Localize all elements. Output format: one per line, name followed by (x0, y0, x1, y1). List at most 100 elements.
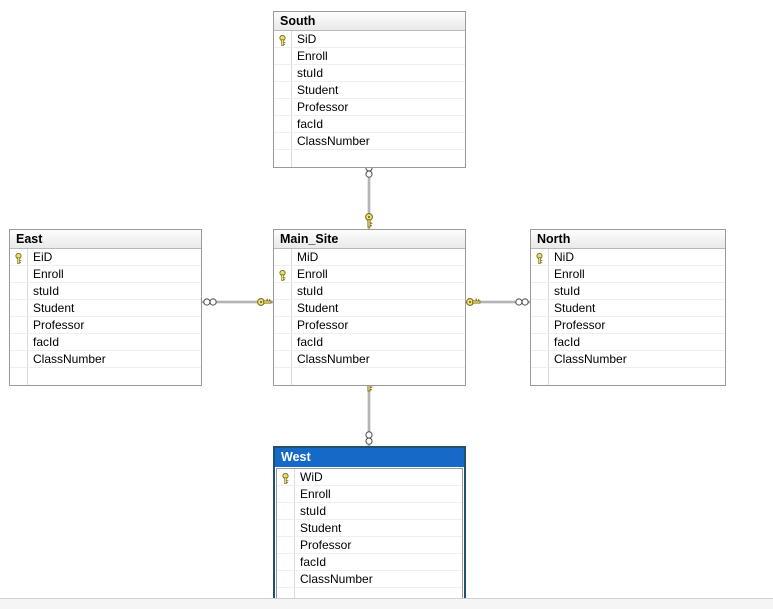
field-row[interactable]: Enroll (10, 266, 201, 283)
field-name: stuId (33, 284, 60, 298)
field-row[interactable]: facId (531, 334, 725, 351)
field-row[interactable]: Professor (531, 317, 725, 334)
field-name: ClassNumber (300, 572, 373, 586)
field-row[interactable]: Student (274, 300, 465, 317)
field-row[interactable]: ClassNumber (531, 351, 725, 368)
field-name: Enroll (297, 49, 328, 63)
one-side-key-symbol (257, 298, 272, 306)
one-side-key-symbol (365, 213, 373, 228)
field-row[interactable]: stuId (274, 283, 465, 300)
field-name: EiD (33, 250, 53, 264)
field-name: facId (297, 117, 324, 131)
field-name: stuId (297, 284, 324, 298)
field-row[interactable]: facId (274, 334, 465, 351)
field-name: Professor (300, 538, 352, 552)
field-row[interactable]: stuId (531, 283, 725, 300)
primary-key-icon (278, 269, 287, 281)
field-name: facId (300, 555, 327, 569)
field-row-empty[interactable] (274, 150, 465, 167)
field-name: Enroll (554, 267, 585, 281)
field-name: facId (297, 335, 324, 349)
field-row[interactable]: Student (10, 300, 201, 317)
field-row-empty[interactable] (531, 368, 725, 385)
field-name: Professor (554, 318, 606, 332)
field-name: Professor (297, 318, 349, 332)
primary-key-icon (281, 472, 290, 484)
key-gutter-north (531, 249, 549, 385)
field-name: WiD (300, 470, 323, 484)
field-row[interactable]: stuId (277, 503, 462, 520)
field-row[interactable]: ClassNumber (10, 351, 201, 368)
field-name: Enroll (297, 267, 328, 281)
field-row[interactable]: EiD (10, 249, 201, 266)
field-name: Professor (297, 100, 349, 114)
table-title-east[interactable]: East (10, 230, 201, 249)
field-row[interactable]: Professor (10, 317, 201, 334)
table-title-north[interactable]: North (531, 230, 725, 249)
field-name: Enroll (300, 487, 331, 501)
field-row[interactable]: Enroll (277, 486, 462, 503)
field-name: MiD (297, 250, 319, 264)
field-name: Student (33, 301, 75, 315)
field-name: SiD (297, 32, 317, 46)
many-side-symbol (203, 298, 217, 306)
field-name: ClassNumber (297, 352, 370, 366)
field-name: stuId (300, 504, 327, 518)
field-row[interactable]: Professor (277, 537, 462, 554)
field-row[interactable]: MiD (274, 249, 465, 266)
one-side-key-symbol (466, 298, 481, 306)
field-row[interactable]: ClassNumber (274, 133, 465, 150)
field-name: facId (554, 335, 581, 349)
field-row[interactable]: Professor (274, 317, 465, 334)
field-row[interactable]: Professor (274, 99, 465, 116)
table-title-south[interactable]: South (274, 12, 465, 31)
field-row-empty[interactable] (10, 368, 201, 385)
field-row[interactable]: WiD (277, 469, 462, 486)
field-row[interactable]: ClassNumber (277, 571, 462, 588)
field-name: Student (297, 301, 339, 315)
field-row[interactable]: Student (277, 520, 462, 537)
field-name: stuId (554, 284, 581, 298)
relationship-line-rel-main-west[interactable] (365, 377, 373, 446)
field-name: ClassNumber (554, 352, 627, 366)
field-row[interactable]: SiD (274, 31, 465, 48)
field-row[interactable]: Enroll (274, 266, 465, 283)
field-row-empty[interactable] (274, 368, 465, 385)
relationship-line-rel-east-main[interactable] (202, 298, 273, 306)
field-name: facId (33, 335, 60, 349)
status-bar (0, 598, 773, 609)
table-title-main_site[interactable]: Main_Site (274, 230, 465, 249)
key-gutter-south (274, 31, 292, 167)
field-row[interactable]: stuId (274, 65, 465, 82)
field-row[interactable]: stuId (10, 283, 201, 300)
many-side-symbol (515, 298, 529, 306)
field-row[interactable]: Enroll (531, 266, 725, 283)
field-row[interactable]: Student (531, 300, 725, 317)
relationship-line-rel-main-north[interactable] (466, 298, 530, 306)
field-row[interactable]: NiD (531, 249, 725, 266)
primary-key-icon (535, 252, 544, 264)
field-row[interactable]: facId (10, 334, 201, 351)
field-row[interactable]: Student (274, 82, 465, 99)
field-row[interactable]: ClassNumber (274, 351, 465, 368)
relationship-line-rel-south-main[interactable] (365, 163, 373, 229)
field-name: Professor (33, 318, 85, 332)
field-name: ClassNumber (297, 134, 370, 148)
field-name: NiD (554, 250, 574, 264)
key-gutter-east (10, 249, 28, 385)
field-row[interactable]: Enroll (274, 48, 465, 65)
table-title-west[interactable]: West (275, 448, 464, 467)
field-name: Enroll (33, 267, 64, 281)
field-row[interactable]: facId (274, 116, 465, 133)
field-row[interactable]: facId (277, 554, 462, 571)
